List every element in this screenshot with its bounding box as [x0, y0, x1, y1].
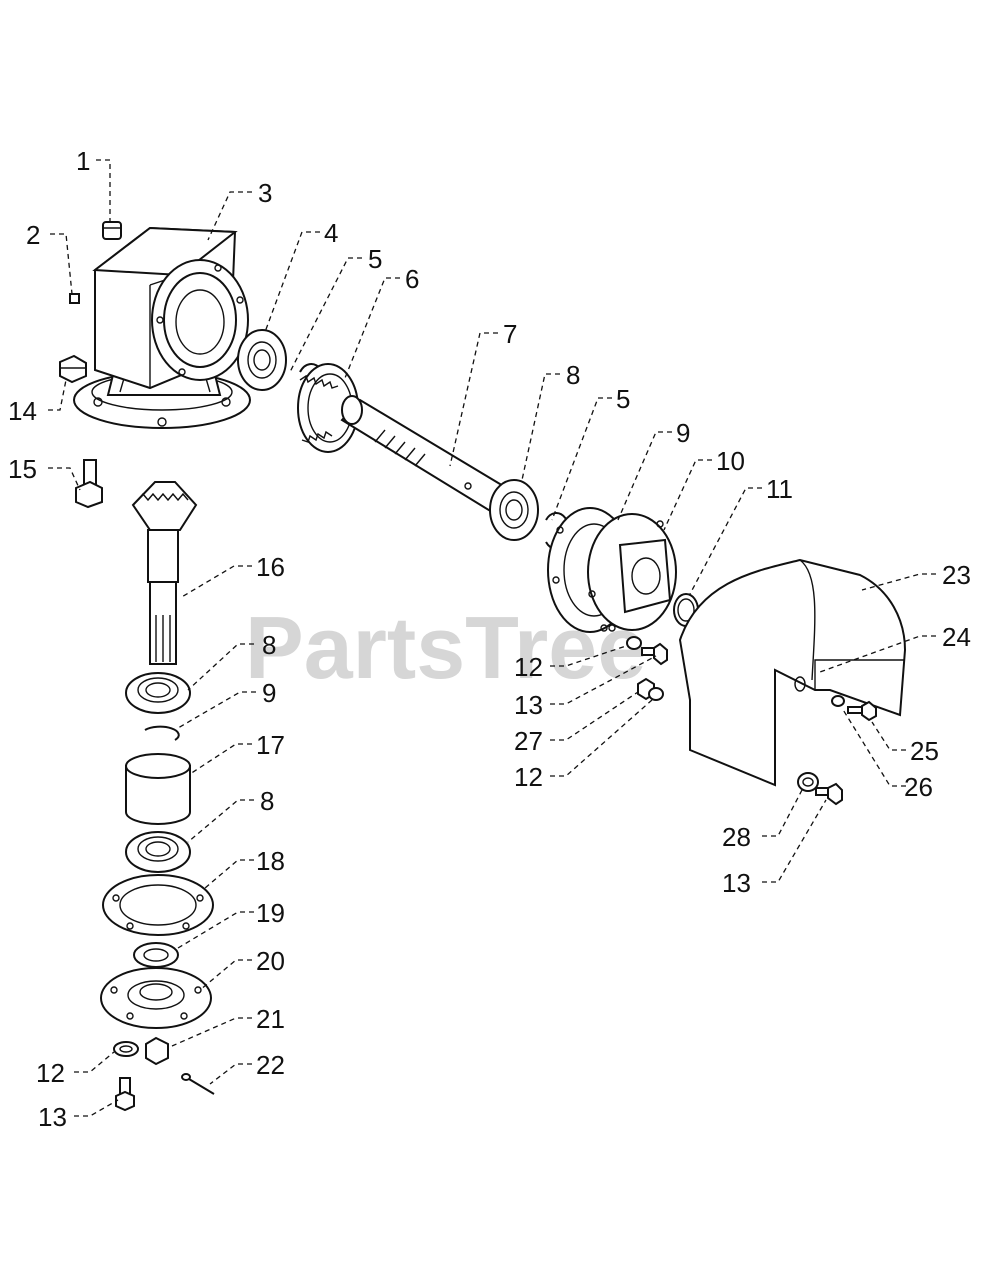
callout-13c: 13 [722, 868, 751, 898]
callout-12: 12 [36, 1058, 65, 1088]
callout-15: 15 [8, 454, 37, 484]
callout-12b: 12 [514, 652, 543, 682]
callout-10: 10 [716, 446, 745, 476]
callout-23: 23 [942, 560, 971, 590]
callout-9b: 9 [262, 678, 276, 708]
callout-9: 9 [676, 418, 690, 448]
part-bolt-shield [847, 700, 877, 722]
callout-21: 21 [256, 1004, 285, 1034]
callout-20: 20 [256, 946, 285, 976]
callout-7: 7 [503, 319, 517, 349]
part-washer-bottom [113, 1041, 139, 1057]
part-small-plug [69, 293, 80, 304]
part-spacer-tube [125, 753, 191, 825]
callout-4: 4 [324, 218, 338, 248]
callout-14: 14 [8, 396, 37, 426]
part-bearing [237, 329, 287, 391]
callout-19: 19 [256, 898, 285, 928]
callout-28: 28 [722, 822, 751, 852]
callout-22: 22 [256, 1050, 285, 1080]
part-vent-plug [102, 221, 122, 240]
part-bearing-shaft [489, 479, 539, 541]
part-oil-seal [133, 942, 179, 968]
part-snap-ring-vertical [144, 725, 180, 741]
callout-12c: 12 [514, 762, 543, 792]
part-gearbox-housing [73, 226, 251, 429]
part-gasket-lower [102, 874, 214, 936]
callout-8c: 8 [260, 786, 274, 816]
part-bearing-vertical-upper [125, 672, 191, 714]
part-cotter-pin [181, 1073, 215, 1095]
part-bolt-bottom [115, 1077, 135, 1112]
callout-5: 5 [368, 244, 382, 274]
callout-17: 17 [256, 730, 285, 760]
part-bottom-cap [100, 967, 212, 1029]
callout-25: 25 [910, 736, 939, 766]
callout-13: 13 [38, 1102, 67, 1132]
part-castle-nut [145, 1036, 169, 1066]
part-flat-washer-shield [797, 772, 819, 792]
part-bearing-vertical-lower [125, 831, 191, 873]
callout-3: 3 [258, 178, 272, 208]
part-washer-upper [626, 636, 642, 650]
part-lock-washer-shield [831, 695, 845, 707]
callout-24: 24 [942, 622, 971, 652]
callout-16: 16 [256, 552, 285, 582]
part-input-shaft [340, 395, 512, 514]
part-nut [59, 354, 87, 384]
callout-8: 8 [566, 360, 580, 390]
callout-8b: 8 [262, 630, 276, 660]
callout-13b: 13 [514, 690, 543, 720]
part-bolt [75, 459, 103, 509]
callout-26: 26 [904, 772, 933, 802]
callout-1: 1 [76, 146, 90, 176]
callout-18: 18 [256, 846, 285, 876]
callout-labels: 1 2 3 4 5 6 7 8 5 9 10 11 14 15 16 8 9 1… [8, 146, 971, 1132]
part-shield [678, 558, 907, 787]
part-pinion-shaft [131, 481, 198, 665]
callout-2: 2 [26, 220, 40, 250]
part-bolt-shield-lower [815, 782, 843, 806]
callout-6: 6 [405, 264, 419, 294]
callout-5b: 5 [616, 384, 630, 414]
callout-11: 11 [766, 474, 793, 504]
leader-lines [48, 159, 936, 1117]
part-washer-lower [648, 687, 664, 701]
part-bearing-cap [587, 513, 677, 632]
part-bolt-upper [641, 642, 668, 666]
callout-27: 27 [514, 726, 543, 756]
